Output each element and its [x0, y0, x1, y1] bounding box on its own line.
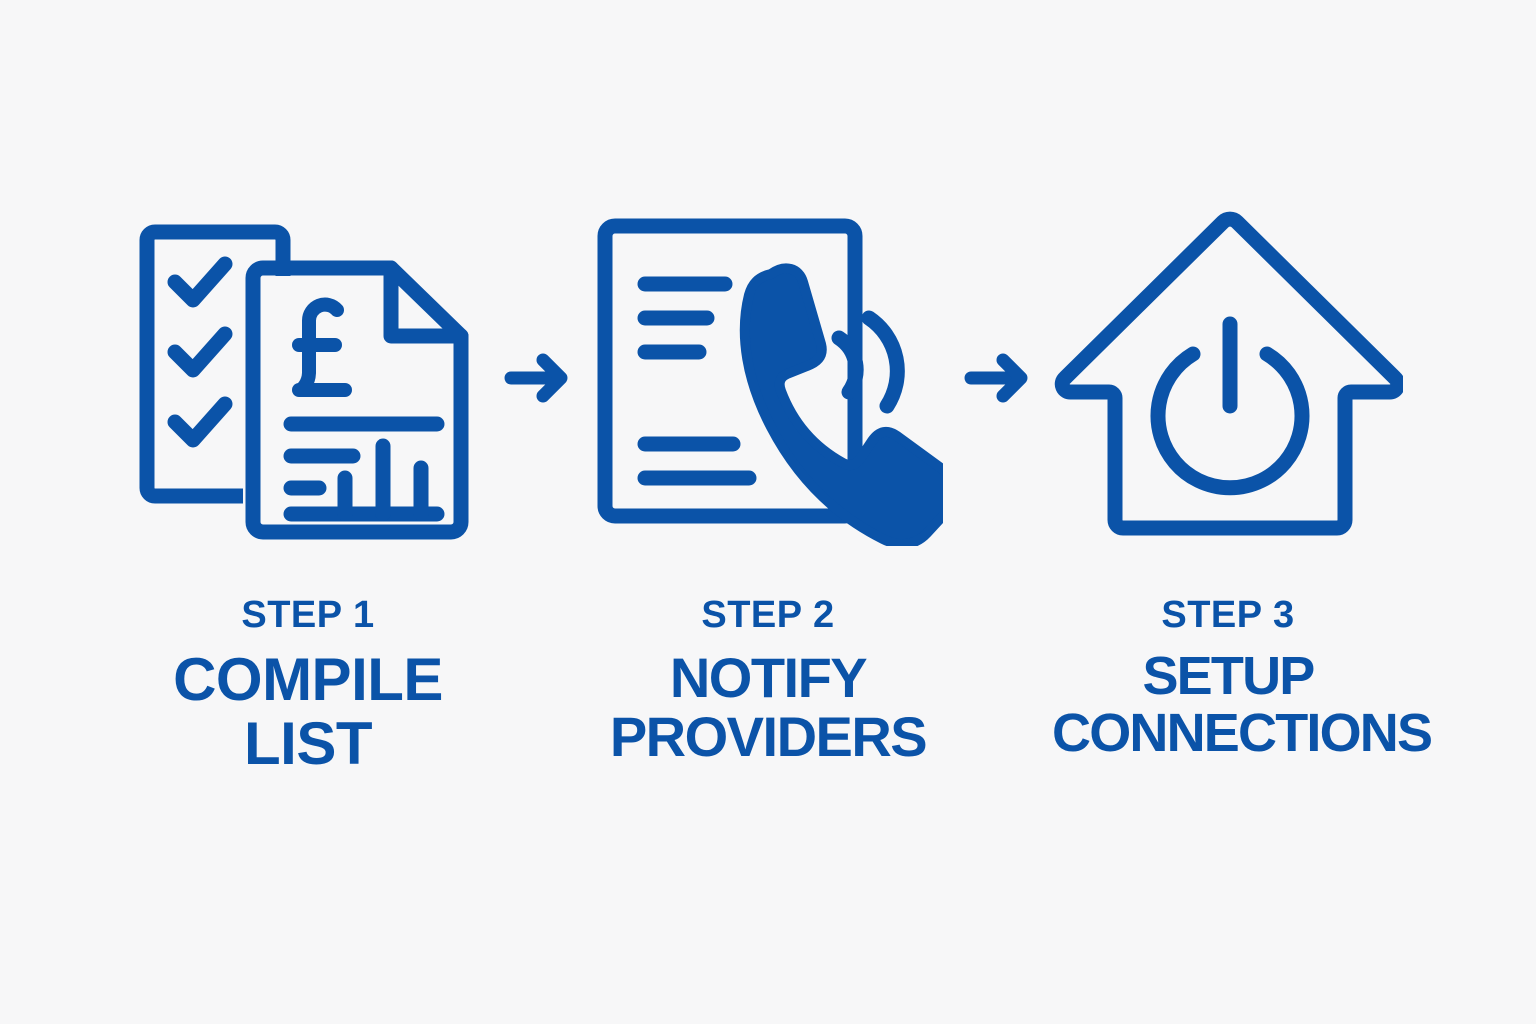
step-1-title: COMPILE LIST — [132, 648, 484, 775]
pound-sign — [292, 297, 352, 397]
step-3-caption: STEP 3 SETUP CONNECTIONS — [1048, 594, 1433, 764]
arrow-head — [536, 353, 568, 403]
step-1-title-line-2: LIST — [244, 709, 373, 777]
step-captions-row: STEP 1 COMPILE LIST STEP 2 NOTIFY PROVID… — [0, 596, 1536, 856]
check-mark — [167, 256, 233, 308]
house-outline — [1054, 211, 1403, 536]
step-3-title-line-1: SETUP — [1142, 646, 1315, 706]
step-2-icon — [588, 196, 948, 556]
step-3-icon — [1048, 196, 1408, 556]
power-button-symbol — [1150, 316, 1310, 496]
sound-wave — [831, 310, 905, 414]
telephone-handset — [739, 263, 943, 546]
arrow-step2-to-step3 — [948, 196, 1048, 556]
step-2-title-line-1: NOTIFY — [669, 646, 868, 709]
step-2-caption: STEP 2 NOTIFY PROVIDERS — [588, 596, 948, 767]
step-1-caption: STEP 1 COMPILE LIST — [128, 596, 488, 775]
arrow-head — [996, 353, 1028, 403]
bill-document — [245, 260, 469, 540]
check-mark — [167, 396, 233, 448]
folded-corner — [383, 260, 469, 344]
process-flow-row — [0, 196, 1536, 556]
step-3-title-line-2: CONNECTIONS — [1052, 703, 1433, 764]
step-1-icon — [128, 196, 488, 556]
step-2-title: NOTIFY PROVIDERS — [592, 648, 944, 767]
arrow-step1-to-step2 — [488, 196, 588, 556]
check-mark — [167, 326, 233, 378]
step-1-title-line-1: COMPILE — [173, 646, 443, 713]
step-2-title-line-2: PROVIDERS — [609, 705, 928, 769]
step-1-kicker: STEP 1 — [241, 594, 375, 636]
step-3-title: SETUP CONNECTIONS — [1052, 646, 1433, 764]
step-3-kicker: STEP 3 — [1161, 594, 1295, 636]
step-2-kicker: STEP 2 — [701, 594, 835, 636]
